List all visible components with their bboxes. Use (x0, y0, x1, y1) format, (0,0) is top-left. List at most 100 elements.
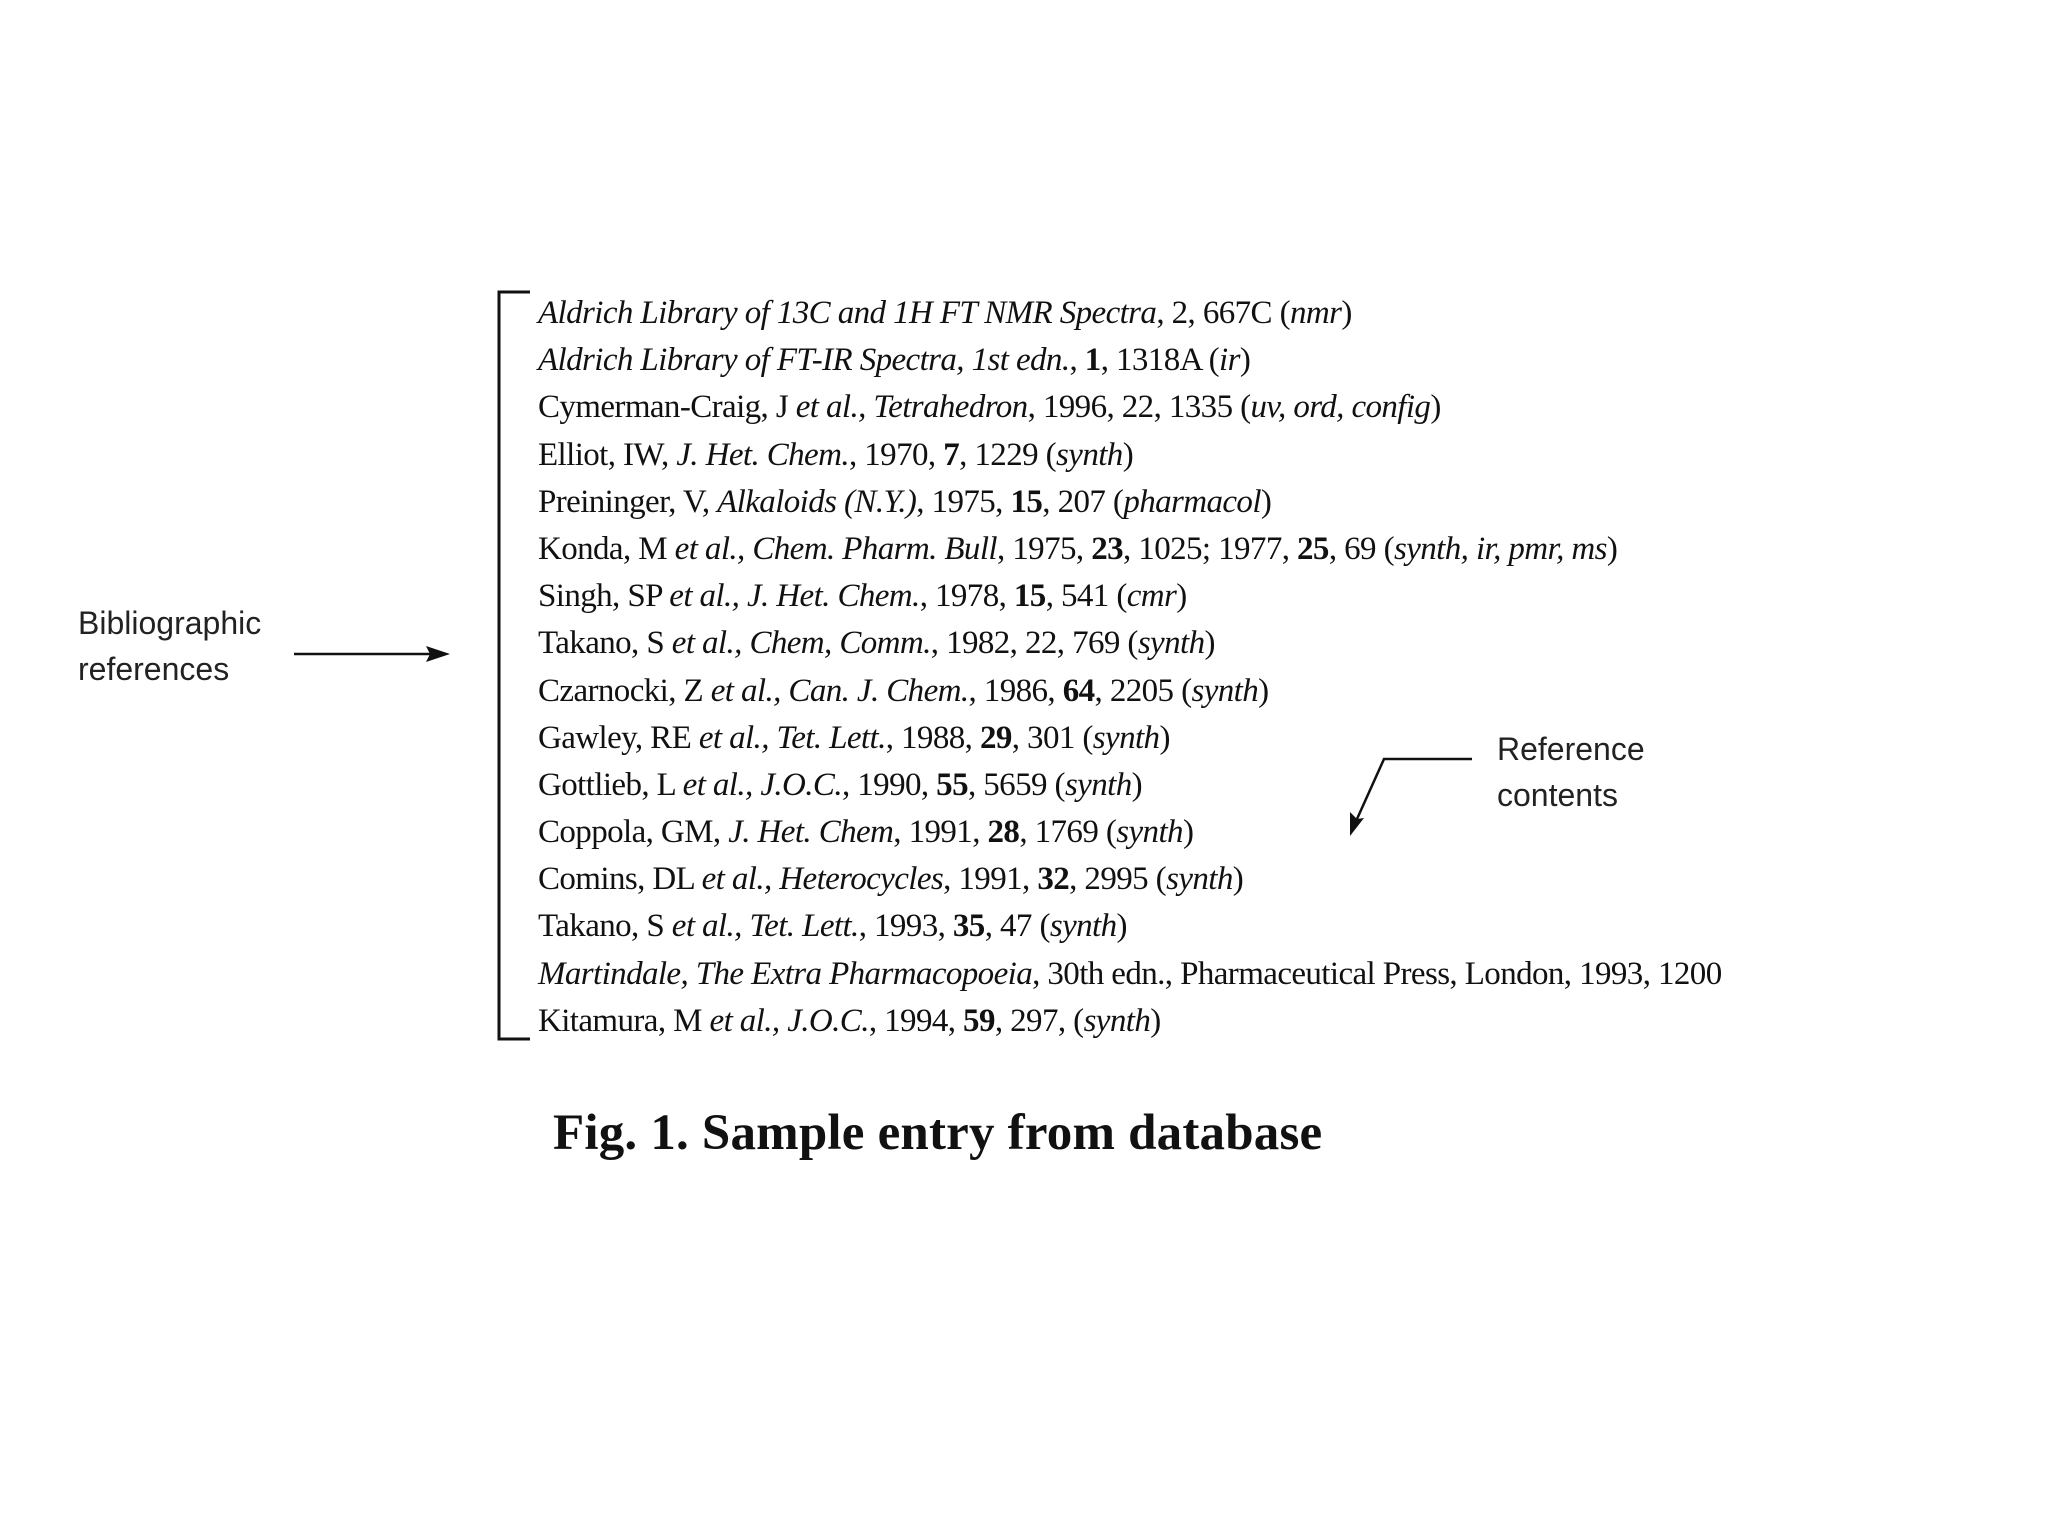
figure-caption: Fig. 1. Sample entry from database (553, 1105, 1323, 1161)
reference-text-run: ) (1159, 719, 1170, 756)
label-line: contents (1497, 777, 1618, 813)
reference-text-run: , 297, ( (994, 1002, 1084, 1039)
reference-entry: Konda, M et al., Chem. Pharm. Bull, 1975… (538, 526, 1722, 573)
reference-text-run: et al., J. Het. Chem. (669, 578, 920, 615)
bibliographic-references-label: Bibliographic references (78, 600, 261, 692)
reference-text-run: , 1975, (996, 530, 1092, 567)
reference-text-run: synth (1049, 908, 1117, 945)
reference-entry: Elliot, IW, J. Het. Chem., 1970, 7, 1229… (538, 432, 1722, 479)
reference-text-run: Comins, DL (538, 861, 702, 898)
reference-text-run: , 1970, (848, 436, 944, 473)
reference-text-run: 15 (1013, 578, 1046, 615)
reference-text-run: et al., J.O.C. (709, 1002, 870, 1039)
reference-contents-label: Reference contents (1497, 726, 1645, 818)
reference-text-run: ) (1258, 672, 1269, 709)
reference-text-run: nmr (1289, 295, 1342, 331)
reference-text-run: 35 (952, 908, 985, 945)
reference-entry: Coppola, GM, J. Het. Chem, 1991, 28, 176… (538, 809, 1722, 856)
reference-text-run: , 1978, (919, 578, 1014, 615)
reference-text-run: , 1990, (841, 766, 937, 803)
reference-text-run: 28 (987, 814, 1020, 851)
reference-entry: Martindale, The Extra Pharmacopoeia, 30t… (538, 951, 1722, 998)
reference-entry: Cymerman-Craig, J et al., Tetrahedron, 1… (538, 384, 1722, 431)
reference-text-run: Martindale, The Extra Pharmacopoeia (538, 955, 1033, 992)
reference-contents-arrowhead (1350, 812, 1364, 836)
reference-text-run: synth (1191, 672, 1259, 709)
reference-text-run: , 301 ( (1011, 719, 1094, 756)
reference-text-run: Czarnocki, Z (538, 672, 711, 709)
reference-text-run: Aldrich Library of FT-IR Spectra, 1st ed… (538, 342, 1070, 379)
reference-text-run: pharmacol (1123, 483, 1261, 520)
label-line: Reference (1497, 731, 1645, 767)
reference-text-run: ) (1430, 389, 1441, 426)
reference-text-run: Takano, S (538, 908, 672, 945)
reference-text-run: et al., Chem, Comm. (671, 625, 932, 662)
reference-text-run: synth (1166, 861, 1233, 898)
reference-text-run: , 1318A ( (1100, 342, 1220, 379)
reference-text-run: ) (1122, 436, 1134, 473)
reference-text-run: et al., Tet. Lett. (698, 719, 887, 756)
reference-text-run: , (1069, 342, 1085, 379)
reference-text-run: J. Het. Chem (728, 814, 894, 851)
reference-entry: Aldrich Library of 13C and 1H FT NMR Spe… (538, 290, 1722, 337)
reference-text-run: , 30th edn., Pharmaceutical Press, Londo… (1032, 955, 1722, 992)
reference-text-run: synth (1056, 436, 1123, 473)
label-line: references (78, 651, 230, 687)
reference-text-run: 55 (936, 766, 968, 803)
reference-text-run: , 2995 ( (1069, 861, 1167, 898)
reference-text-run: Coppola, GM, (538, 814, 729, 851)
reference-text-run: et al., Tet. Lett. (671, 908, 860, 945)
reference-text-run: Alkaloids (N.Y.) (717, 483, 917, 520)
reference-text-run: uv, ord, config (1250, 389, 1431, 426)
reference-text-run: 59 (963, 1002, 995, 1039)
reference-text-run: synth (1092, 719, 1160, 756)
reference-text-run: , 1991, (943, 861, 1038, 898)
reference-text-run: , 47 ( (984, 908, 1051, 945)
reference-text-run: ) (1239, 342, 1251, 379)
reference-text-run: , 5659 ( (967, 766, 1066, 803)
reference-text-run: , 1996, 22, 1335 ( (1027, 389, 1252, 426)
reference-text-run: , 1229 ( (959, 436, 1057, 473)
reference-text-run: et al., Chem. Pharm. Bull (674, 530, 998, 567)
reference-text-run: ) (1182, 814, 1194, 851)
reference-text-run: 15 (1010, 483, 1043, 520)
reference-text-run: Preininger, V, (538, 483, 718, 520)
reference-text-run: Aldrich Library of 13C and 1H FT NMR Spe… (538, 295, 1157, 331)
reference-text-run: , 1975, (916, 483, 1011, 520)
reference-text-run: synth, ir, pmr, ms (1393, 530, 1608, 567)
reference-entry: Aldrich Library of FT-IR Spectra, 1st ed… (538, 337, 1722, 384)
reference-text-run: Kitamura, M (538, 1002, 710, 1039)
reference-text-run: Elliot, IW, (538, 436, 677, 473)
reference-text-run: ) (1116, 908, 1128, 945)
reference-text-run: , 1988, (885, 719, 980, 756)
reference-list: Aldrich Library of 13C and 1H FT NMR Spe… (538, 290, 1722, 1045)
reference-entry: Singh, SP et al., J. Het. Chem., 1978, 1… (538, 573, 1722, 620)
reference-text-run: , 1993, (858, 908, 953, 945)
reference-text-run: ) (1176, 578, 1187, 615)
reference-contents-arrow-line (1355, 757, 1472, 820)
reference-text-run: Singh, SP (538, 578, 670, 615)
reference-entry: Gawley, RE et al., Tet. Lett., 1988, 29,… (538, 715, 1722, 762)
reference-text-run: ) (1260, 483, 1272, 520)
reference-text-run: , 1025; 1977, (1123, 530, 1298, 567)
reference-text-run: ) (1232, 861, 1244, 898)
reference-text-run: et al., Can. J. Chem. (710, 672, 969, 709)
reference-text-run: , 1994, (868, 1002, 964, 1039)
reference-text-run: , 2205 ( (1094, 672, 1193, 709)
reference-text-run: 64 (1062, 672, 1095, 709)
reference-text-run: ) (1131, 766, 1143, 803)
reference-text-run: ) (1606, 530, 1618, 567)
reference-text-run: 23 (1091, 530, 1123, 567)
reference-entry: Gottlieb, L et al., J.O.C., 1990, 55, 56… (538, 762, 1722, 809)
reference-text-run: , 1769 ( (1019, 814, 1117, 851)
reference-text-run: 7 (943, 436, 960, 473)
reference-text-run: Takano, S (538, 625, 672, 662)
reference-text-run: et al., Tetrahedron (795, 389, 1028, 426)
reference-entry: Takano, S et al., Tet. Lett., 1993, 35, … (538, 903, 1722, 950)
reference-text-run: , 1982, 22, 769 ( (930, 625, 1139, 662)
reference-entry: Comins, DL et al., Heterocycles, 1991, 3… (538, 856, 1722, 903)
reference-text-run: , 541 ( (1045, 578, 1128, 615)
reference-bracket (497, 290, 530, 1041)
reference-text-run: , 1986, (968, 672, 1063, 709)
